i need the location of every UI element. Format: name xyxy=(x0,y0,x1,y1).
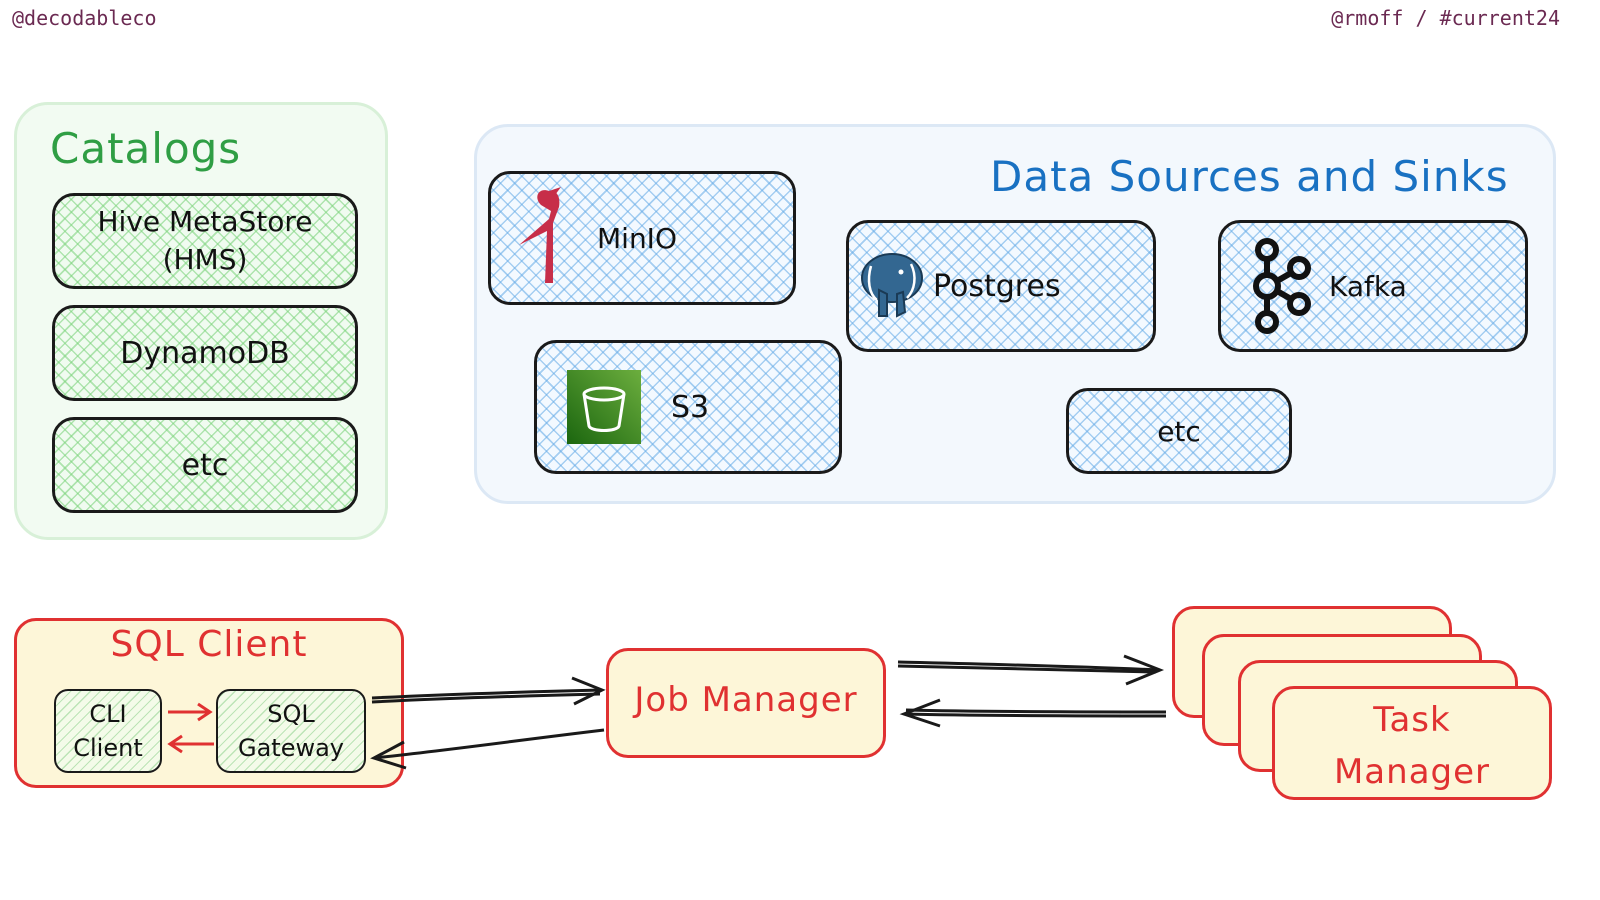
source-etc-label: etc xyxy=(1157,414,1201,448)
sources-title: Data Sources and Sinks xyxy=(990,152,1509,201)
job-manager-label: Job Manager xyxy=(634,680,858,720)
catalog-hms-line1: Hive MetaStore xyxy=(97,205,313,238)
job-manager-box xyxy=(606,648,886,758)
catalog-card-dynamodb: DynamoDB xyxy=(52,305,358,401)
source-card-s3: S3 xyxy=(534,340,842,474)
gateway-to-cli-arrow xyxy=(167,734,214,754)
cli-client-line2: Client xyxy=(73,734,143,762)
task-manager-line2: Manager xyxy=(1333,752,1491,792)
sql-gateway-line1: SQL xyxy=(267,700,315,728)
minio-bird-icon xyxy=(519,187,561,283)
postgres-label: Postgres xyxy=(933,268,1061,304)
minio-label: MinIO xyxy=(597,221,677,255)
kafka-label: Kafka xyxy=(1329,269,1407,303)
cli-client-box: CLI Client xyxy=(54,689,162,773)
sql-gateway-box: SQL Gateway xyxy=(216,689,366,773)
catalog-card-etc: etc xyxy=(52,417,358,513)
s3-label: S3 xyxy=(671,389,710,425)
catalog-etc-label: etc xyxy=(181,447,229,483)
task-manager-label: Task Manager xyxy=(1272,694,1552,798)
gateway-to-jobmanager-arrow xyxy=(371,676,606,706)
source-card-minio: MinIO xyxy=(488,171,796,305)
jobmanager-to-gateway-arrow xyxy=(370,728,605,770)
header-handle-right: @rmoff / #current24 xyxy=(1331,6,1560,30)
sql-client-title: SQL Client xyxy=(110,624,308,665)
task-manager-line1: Task xyxy=(1373,700,1451,740)
s3-bucket-icon xyxy=(567,370,641,444)
cli-to-gateway-arrow xyxy=(168,702,213,722)
jobmanager-to-taskmanager-arrow xyxy=(897,654,1165,686)
source-card-etc: etc xyxy=(1066,388,1292,474)
catalog-hms-line2: (HMS) xyxy=(162,243,248,276)
task-manager-box xyxy=(1272,686,1552,800)
source-card-postgres: Postgres xyxy=(846,220,1156,352)
catalog-card-hms: Hive MetaStore (HMS) xyxy=(52,193,358,289)
cli-client-line1: CLI xyxy=(89,700,127,728)
catalogs-title: Catalogs xyxy=(50,124,242,173)
catalog-dynamodb-label: DynamoDB xyxy=(120,335,290,371)
kafka-icon xyxy=(1253,238,1311,334)
source-card-kafka: Kafka xyxy=(1218,220,1528,352)
sql-gateway-line2: Gateway xyxy=(237,734,345,762)
header-handle-left: @decodableco xyxy=(12,6,157,30)
postgres-elephant-icon xyxy=(861,253,923,318)
taskmanager-to-jobmanager-arrow xyxy=(899,698,1167,728)
